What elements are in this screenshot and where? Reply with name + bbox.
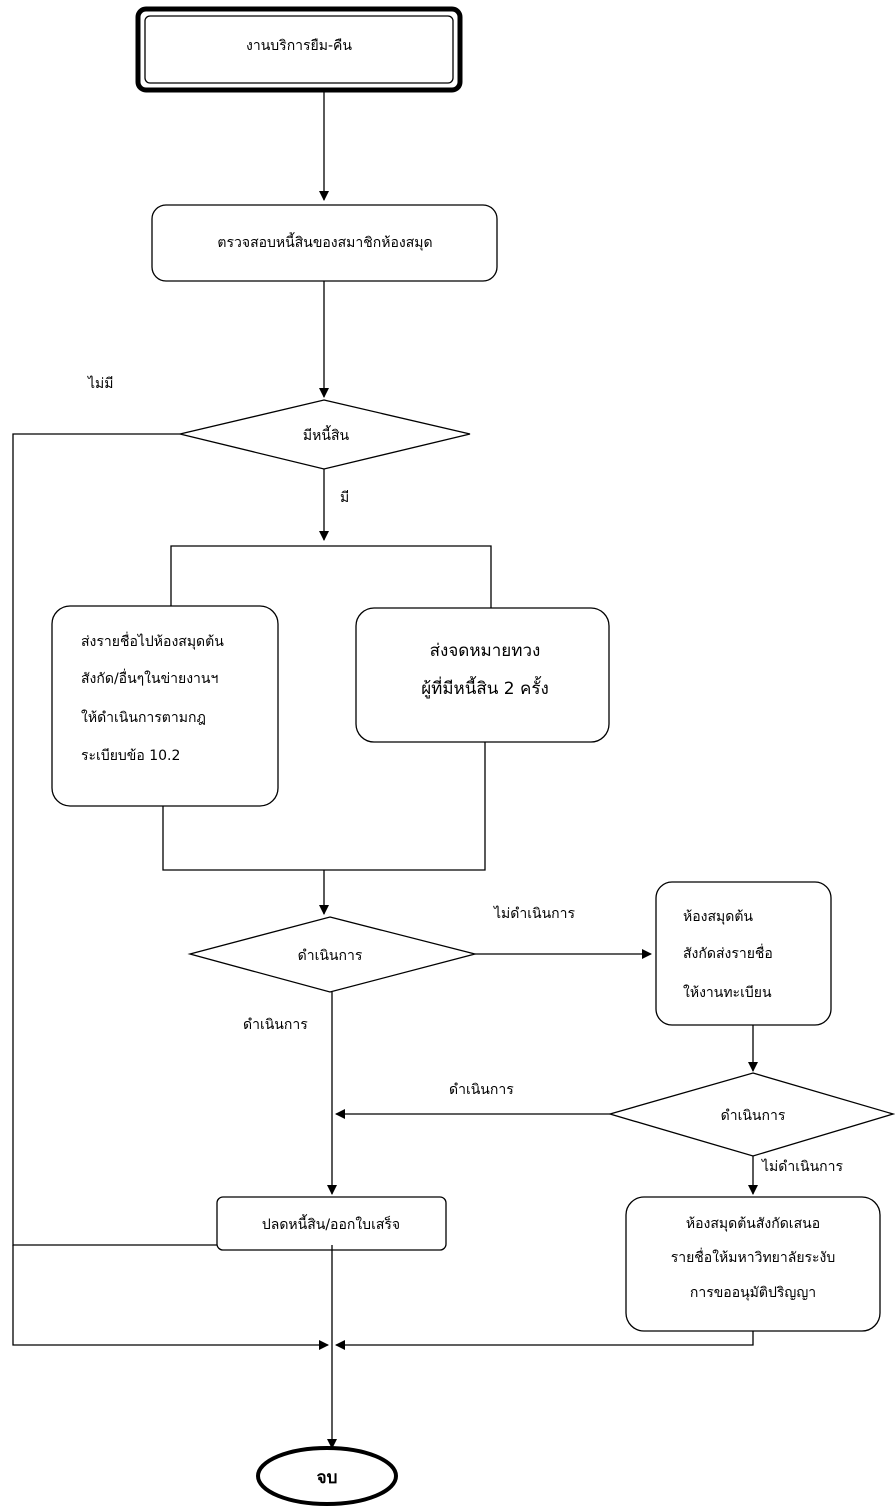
arrow-left-to-junction — [12, 1245, 329, 1350]
yes-label: มี — [340, 490, 349, 506]
send-names-node: ส่งรายชื่อไปห้องสมุดต้น สังกัด/อื่นๆในข่… — [51, 605, 279, 807]
send-letter-node: ส่งจดหมายทวง ผู้ที่มีหนี้สิน 2 ครั้ง — [355, 607, 610, 743]
end-node: จบ — [256, 1446, 398, 1506]
send-names-line-3: ให้ดำเนินการตามกฎ — [81, 709, 206, 726]
branch-split-line — [170, 545, 492, 608]
has-debt-label: มีหนี้สิน — [303, 425, 350, 444]
registrar-line-3: ให้งานทะเบียน — [683, 984, 772, 1001]
propose-line-3: การขออนุมัติปริญญา — [690, 1285, 816, 1301]
has-debt-decision: มีหนี้สิน — [179, 399, 471, 470]
not-action-2-label: ไม่ดำเนินการ — [761, 1158, 843, 1175]
start-label: งานบริการยืม-คืน — [246, 38, 352, 54]
action-decision-label: ดำเนินการ — [298, 948, 363, 964]
check-debt-label: ตรวจสอบหนี้สินของสมาชิกห้องสมุด — [217, 232, 432, 251]
action-2-label: ดำเนินการ — [449, 1082, 514, 1098]
propose-line-1: ห้องสมุดต้นสังกัดเสนอ — [686, 1216, 820, 1232]
action-decision: ดำเนินการ — [187, 916, 478, 993]
not-action-label: ไม่ดำเนินการ — [493, 905, 575, 922]
send-names-line-2: สังกัด/อื่นๆในข่ายงานฯ — [81, 669, 218, 687]
arrow-no-debt-to-end — [12, 433, 313, 1250]
arrow-propose-to-junction — [335, 1331, 754, 1350]
no-label: ไม่มี — [87, 375, 114, 392]
clear-debt-node: ปลดหนี้สิน/ออกใบเสร็จ — [216, 1196, 447, 1251]
send-letter-line-1: ส่งจดหมายทวง — [430, 641, 541, 661]
end-label: จบ — [317, 1468, 338, 1488]
registrar-node: ห้องสมุดต้น สังกัดส่งรายชื่อ ให้งานทะเบี… — [655, 881, 832, 1026]
action-label: ดำเนินการ — [243, 1017, 308, 1033]
action-decision-2-label: ดำเนินการ — [721, 1108, 786, 1124]
check-debt-node: ตรวจสอบหนี้สินของสมาชิกห้องสมุด — [151, 204, 498, 282]
propose-node: ห้องสมุดต้นสังกัดเสนอ รายชื่อให้มหาวิทยา… — [625, 1196, 881, 1332]
send-names-line-1: ส่งรายชื่อไปห้องสมุดต้น — [81, 632, 224, 650]
send-letter-line-2: ผู้ที่มีหนี้สิน 2 ครั้ง — [421, 676, 549, 699]
registrar-line-1: ห้องสมุดต้น — [683, 909, 753, 925]
action-decision-2: ดำเนินการ — [607, 1072, 895, 1157]
clear-debt-label: ปลดหนี้สิน/ออกใบเสร็จ — [262, 1214, 400, 1233]
start-node: งานบริการยืม-คืน — [135, 6, 463, 93]
registrar-line-2: สังกัดส่งรายชื่อ — [683, 944, 773, 962]
send-names-line-4: ระเบียบข้อ 10.2 — [81, 748, 180, 764]
propose-line-2: รายชื่อให้มหาวิทยาลัยระงับ — [671, 1248, 836, 1266]
